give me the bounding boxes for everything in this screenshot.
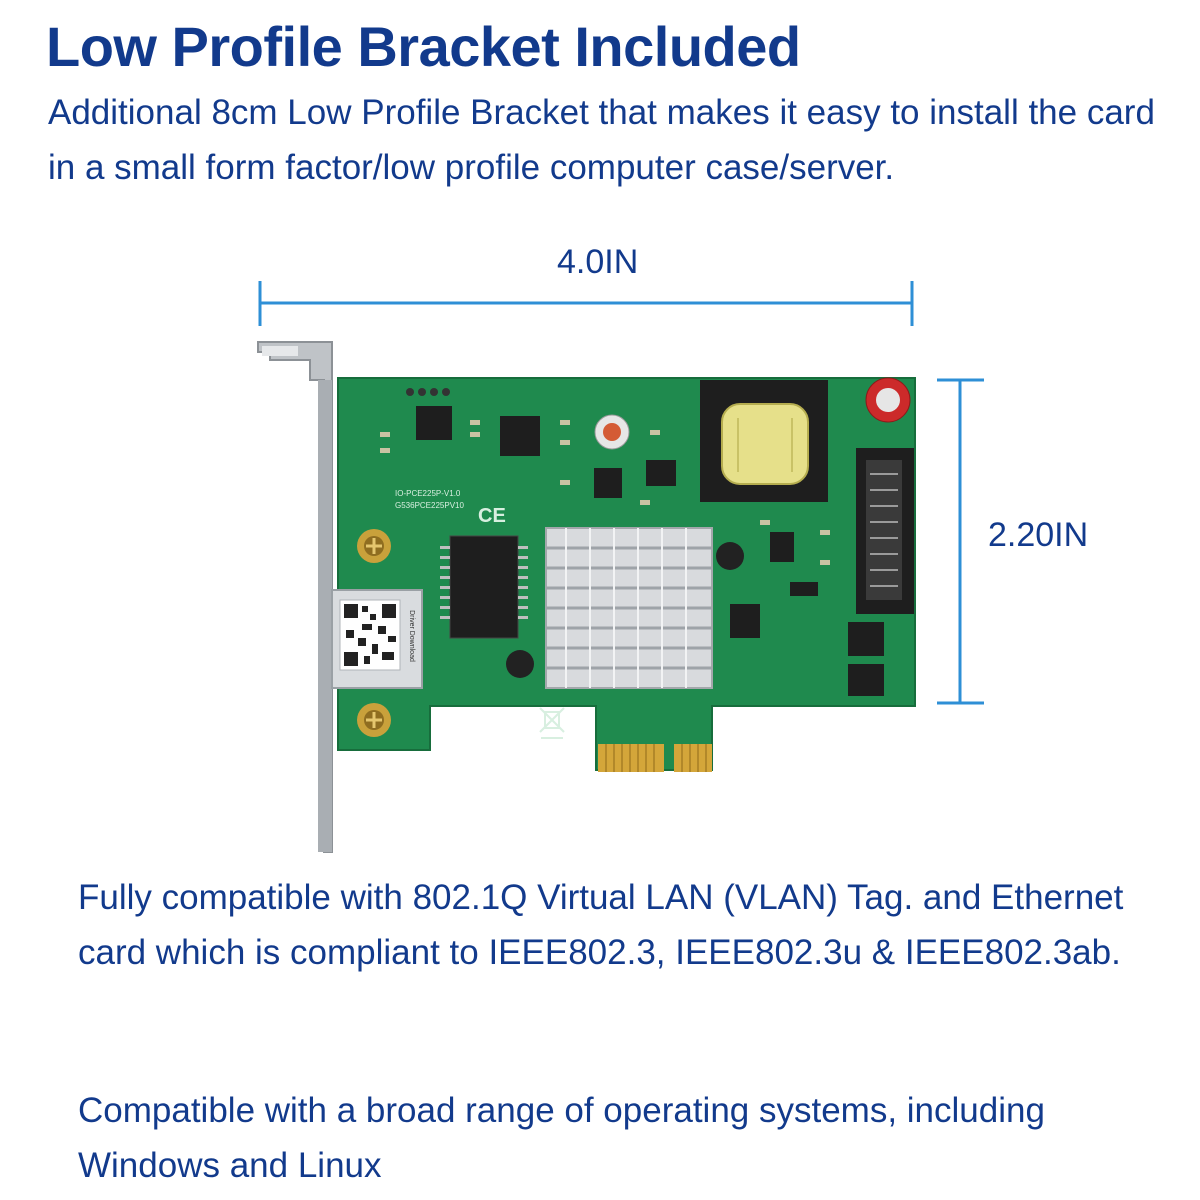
height-dimension-label: 2.20IN: [988, 516, 1089, 554]
screw-bottom: [357, 703, 391, 737]
board-code-label: G536PCE225PV10: [395, 501, 464, 510]
width-dimension-line: [258, 281, 914, 326]
heatsink: [545, 527, 713, 689]
capacitor-large: [865, 377, 911, 423]
intro-text: Additional 8cm Low Profile Bracket that …: [48, 93, 1155, 187]
features-text: Fully compatible with 802.1Q Virtual LAN…: [78, 878, 1124, 972]
pcb-board: Driver Download IO-PCE225P-V1.0 G536PCE2…: [331, 377, 916, 772]
pcie-gold-fingers: [598, 744, 712, 772]
sata-power-connector: [856, 448, 914, 614]
page-title: Low Profile Bracket Included: [46, 15, 801, 78]
poe-transformer: [700, 380, 828, 502]
qr-caption: Driver Download: [408, 610, 415, 662]
lan-chip: [449, 535, 519, 639]
screw-top: [357, 529, 391, 563]
ce-mark-icon: CE: [478, 505, 506, 527]
weee-bin-icon: [539, 707, 565, 739]
width-dimension-label: 4.0IN: [557, 243, 639, 281]
svg-text:CE: CE: [478, 505, 506, 527]
qr-code-icon: [344, 604, 396, 666]
capacitor-small: [594, 414, 630, 450]
low-profile-bracket: [257, 341, 333, 853]
compatibility-text: Compatible with a broad range of operati…: [78, 1091, 1045, 1185]
height-dimension-line: [937, 378, 984, 705]
board-model-label: IO-PCE225P-V1.0: [395, 489, 461, 498]
